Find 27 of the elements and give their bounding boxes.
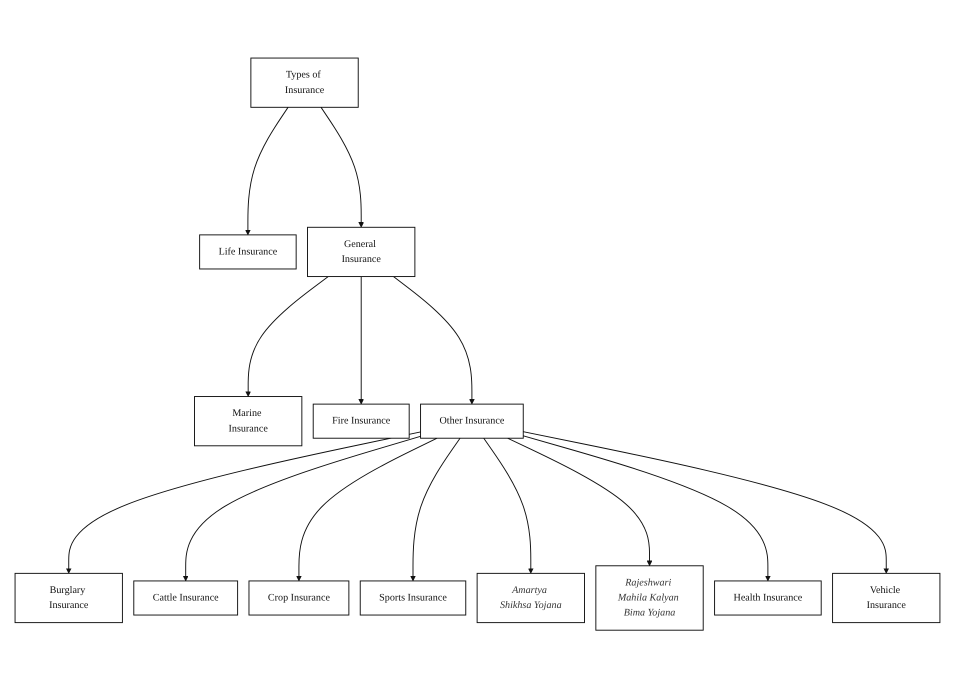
node-box: Sports Insurance xyxy=(360,580,466,616)
arrow xyxy=(507,438,652,566)
arrow xyxy=(245,276,329,398)
node-box: Types of Insurance xyxy=(250,58,359,108)
node-box: Health Insurance xyxy=(714,580,822,616)
node-box: Amartya Shikhsa Yojana xyxy=(476,573,585,624)
arrow xyxy=(66,432,422,574)
node-box: Other Insurance xyxy=(420,404,524,440)
node-box: Fire Insurance xyxy=(312,404,410,440)
node-box: Rajeshwari Mahila Kalyan Bima Yojana xyxy=(595,566,704,632)
arrow xyxy=(410,438,460,582)
arrow xyxy=(392,276,475,405)
arrow xyxy=(358,276,364,405)
arrow xyxy=(182,436,422,582)
node-box: Cattle Insurance xyxy=(133,580,238,616)
arrow xyxy=(522,432,890,574)
node-box: Crop Insurance xyxy=(248,580,350,616)
node-box: Life Insurance xyxy=(199,234,297,270)
node-box: Vehicle Insurance xyxy=(832,573,940,624)
node-box: General Insurance xyxy=(307,227,416,278)
node-box: Burglary Insurance xyxy=(14,573,123,624)
arrow xyxy=(483,438,534,574)
arrow xyxy=(320,107,364,228)
arrow xyxy=(522,436,771,582)
arrow xyxy=(296,438,438,582)
node-box: Marine Insurance xyxy=(194,396,302,447)
arrow xyxy=(245,107,289,236)
